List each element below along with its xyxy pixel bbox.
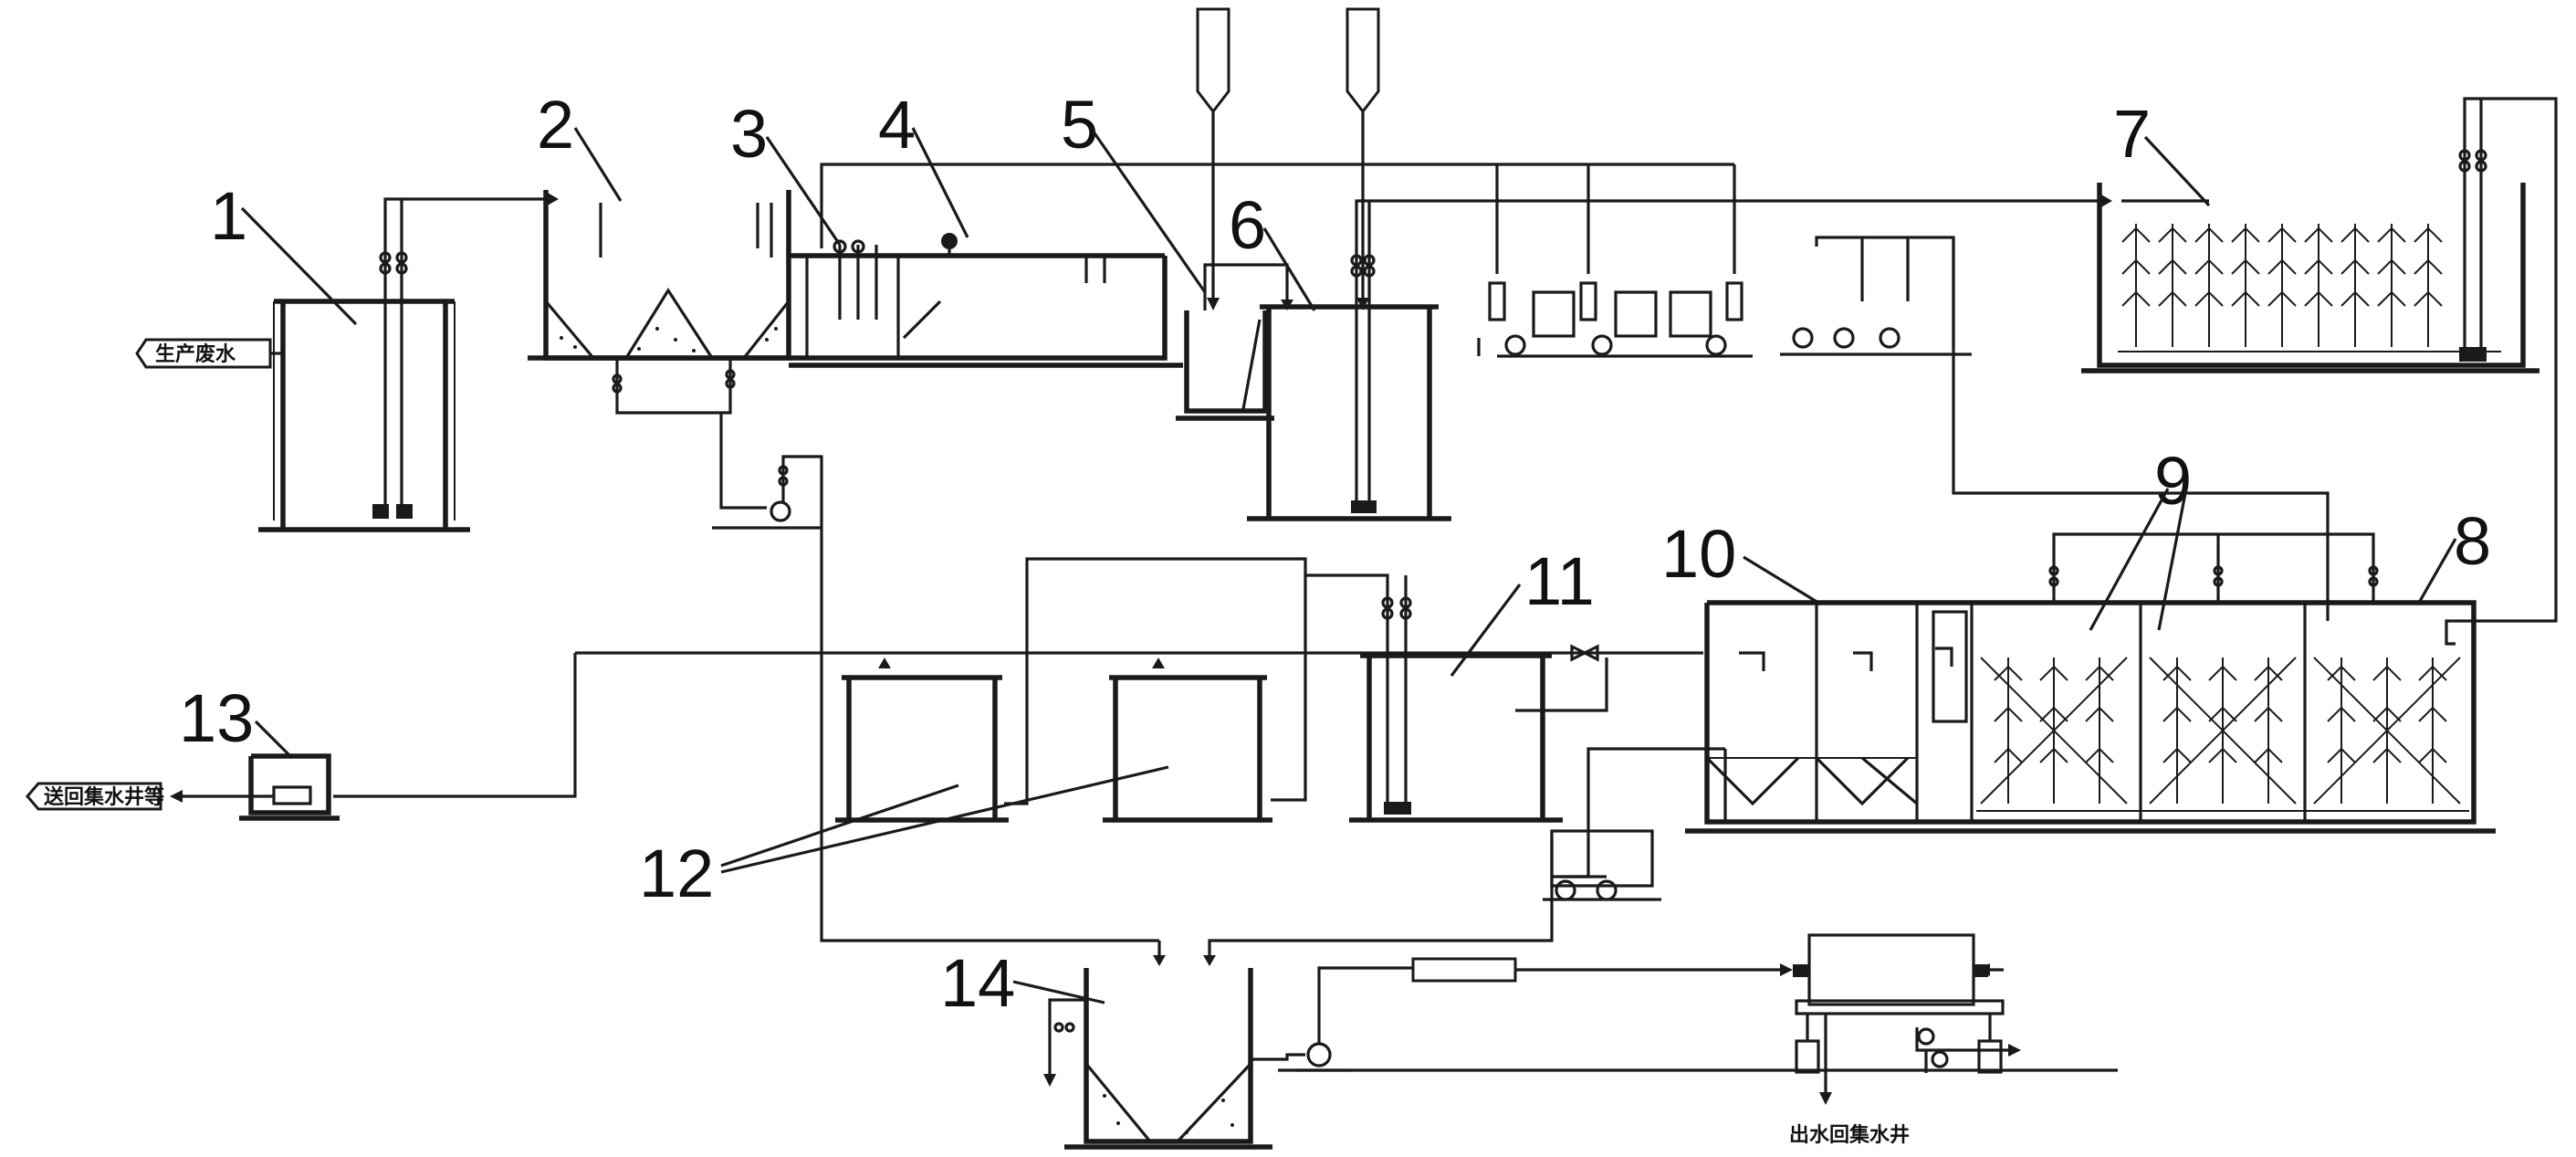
valve-icon <box>612 369 736 394</box>
label-6: 6 <box>1229 187 1266 263</box>
label-14: 14 <box>940 945 1015 1021</box>
label-9: 9 <box>2154 443 2192 519</box>
label-4: 4 <box>878 87 916 163</box>
outlet-arrow: 送回集水井等 <box>26 782 164 811</box>
valve-icon <box>778 465 789 487</box>
inlet-label: 生产废水 <box>155 342 236 366</box>
unit-3-4-reaction-tank <box>789 233 1183 368</box>
unit-13-pump <box>170 753 340 821</box>
filter-feed-tag <box>1411 957 1793 983</box>
dosing-station <box>1477 164 2330 621</box>
valve-icon <box>1350 254 1376 278</box>
label-1: 1 <box>210 178 247 254</box>
sludge-dots <box>560 327 778 352</box>
diffuser-row <box>2121 224 2443 347</box>
unit-14-sludge-thickener <box>1043 875 2118 1150</box>
label-5: 5 <box>1061 87 1098 163</box>
reagent-feed-1 <box>1196 7 1230 310</box>
valve-icon <box>1053 1022 1075 1033</box>
reagent-feed-2 <box>1346 7 1380 310</box>
valve-icon <box>2458 149 2487 173</box>
unit-8-9-10-treatment-train <box>1543 532 2496 901</box>
label-13: 13 <box>179 680 254 756</box>
label-10: 10 <box>1661 516 1736 592</box>
unit-6-buffer-tank <box>1247 194 2112 521</box>
label-3: 3 <box>730 96 768 172</box>
unit-5-mixing-tank <box>1176 263 1293 421</box>
unit-11-tank <box>1271 573 1608 823</box>
inlet-arrow: 生产废水 <box>135 338 272 369</box>
label-11: 11 <box>1524 543 1595 619</box>
unit-2-settling-tank <box>528 190 807 415</box>
filter-press <box>1793 933 2021 1105</box>
label-7: 7 <box>2113 96 2151 172</box>
sludge-dots <box>1103 1094 1234 1134</box>
valve-icon <box>1570 644 1599 662</box>
diffuser-row <box>1976 657 2469 812</box>
unit-7-bio-tank <box>2081 97 2558 623</box>
label-2: 2 <box>537 87 574 163</box>
label-8: 8 <box>2454 503 2491 579</box>
valve-icon <box>1381 596 1412 620</box>
sludge-pump-1 <box>712 413 1159 942</box>
valve-icon <box>379 251 408 275</box>
unit-labels: 1 2 3 4 5 6 7 8 9 10 11 12 13 14 <box>179 87 2491 1021</box>
arrow-icon <box>546 192 559 206</box>
label-12: 12 <box>639 836 714 911</box>
outlet-label: 送回集水井等 <box>44 785 164 809</box>
unit-1-collection-tank <box>258 192 559 532</box>
unit-12-tanks <box>835 557 1307 823</box>
filtrate-label: 出水回集水井 <box>1789 1123 1910 1147</box>
valve-icon <box>2048 565 2379 587</box>
